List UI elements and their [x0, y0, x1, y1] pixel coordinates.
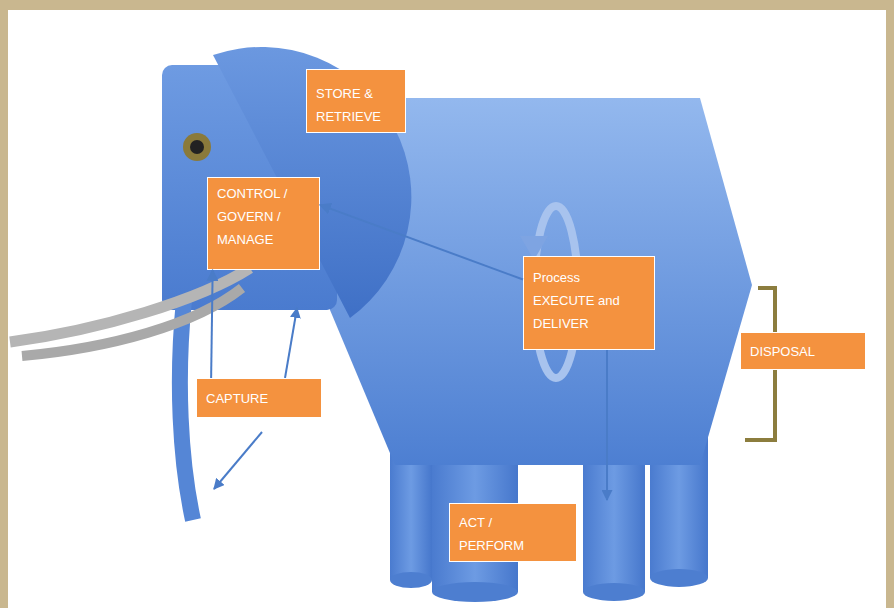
process-box: ACT / PERFORM — [449, 503, 577, 562]
leg-foot — [650, 569, 708, 587]
eye-pupil — [190, 140, 204, 154]
process-box: Process EXECUTE and DELIVER — [523, 256, 655, 350]
process-box: CONTROL / GOVERN / MANAGE — [207, 177, 320, 270]
leg-foot — [390, 572, 432, 588]
box-label: Process EXECUTE and DELIVER — [533, 266, 634, 335]
box-label: STORE & RETRIEVE — [316, 82, 385, 128]
white-panel — [8, 10, 886, 608]
flow-arrow — [211, 270, 213, 378]
trunk — [180, 300, 193, 520]
box-label: CAPTURE — [206, 387, 313, 410]
flow-arrow — [320, 205, 523, 280]
process-box: DISPOSAL — [740, 332, 866, 370]
leg-foot — [432, 582, 518, 602]
box-label: DISPOSAL — [750, 340, 857, 363]
box-label: CONTROL / GOVERN / MANAGE — [217, 182, 289, 251]
process-box: CAPTURE — [196, 378, 322, 418]
leader-arrow — [285, 308, 297, 378]
leg-foot — [583, 583, 645, 601]
tusk — [22, 288, 242, 356]
process-box: STORE & RETRIEVE — [306, 69, 406, 133]
leader-arrow — [214, 432, 262, 489]
eye — [183, 133, 211, 161]
leader-arrow — [606, 350, 608, 500]
box-label: ACT / PERFORM — [459, 511, 526, 557]
